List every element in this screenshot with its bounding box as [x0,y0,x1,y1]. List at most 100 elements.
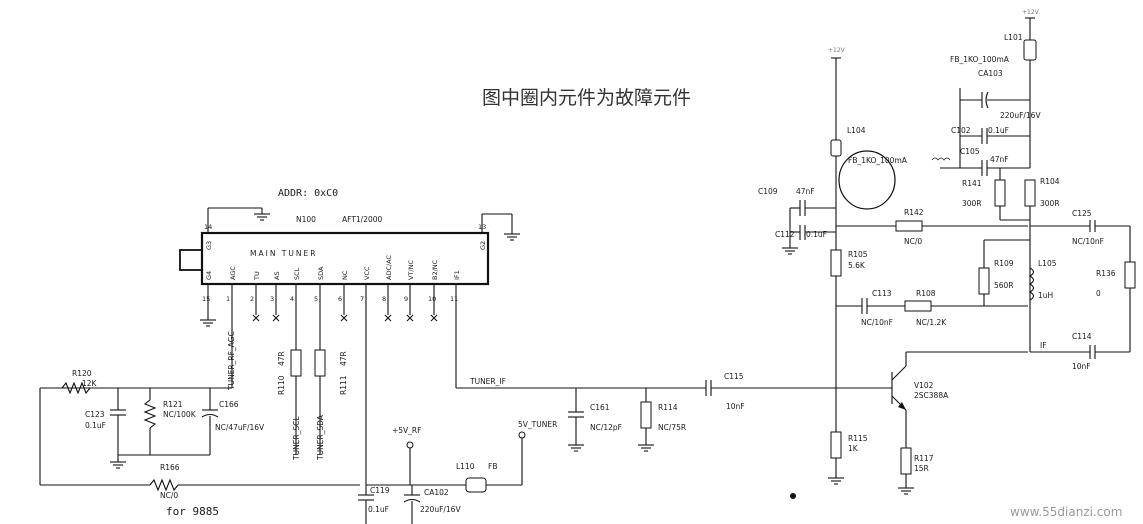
tuner-pin-number: 2 [250,295,254,303]
c102-ref: C102 [951,126,971,135]
c113-value: NC/10nF [861,318,893,327]
r121-ref: R121 [163,400,183,409]
v102-ref: V102 [914,381,934,390]
resistor-r141 [994,179,1006,207]
tuner-pin-name: VT/NC [407,260,415,280]
resistor-r142 [895,220,923,232]
net-5v-tuner: 5V_TUNER [518,420,557,429]
ca103-value: 220uF/16V [1000,111,1041,120]
ferrite-l101 [1023,39,1037,61]
c113-ref: C113 [872,289,892,298]
tuner-pin-number: 15 [202,295,210,303]
resistor-r114 [640,401,652,429]
l105-ref: L105 [1038,259,1057,268]
c102-value: 0.1uF [988,126,1009,135]
r115-value: 1K [848,444,859,453]
c105-ref: C105 [960,147,980,156]
r105-value: 5.6K [848,261,866,270]
no-connect-marker [340,314,348,322]
c125-ref: C125 [1072,209,1092,218]
c123-value: 0.1uF [85,421,106,430]
tuner-pin-name: G4 [205,271,213,280]
c114-ref: C114 [1072,332,1092,341]
tuner-pin-name: SDA [317,266,325,280]
r121-value: NC/100K [163,410,197,419]
tuner-name: MAIN TUNER [250,249,317,258]
c112-ref: C112 [775,230,795,239]
r117-ref: R117 [914,454,934,463]
c115-ref: C115 [724,372,744,381]
l104-ref: L104 [847,126,866,135]
net-12v-right: +12V [1022,9,1040,16]
no-connect-marker [430,314,438,322]
tuner-pin-name: SCL [293,267,301,280]
resistor-r121 [143,399,157,429]
c115-value: 10nF [726,402,745,411]
tuner-part: AFT1/2000 [342,215,383,224]
r141-value: 300R [962,199,982,208]
tuner-pin-number: 5 [314,295,318,303]
l104-value: FB_1KO_100mA [848,156,908,165]
main-tuner: MAIN TUNER N100 AFT1/2000 14 13 G3 G2 G4… [179,207,520,322]
r110-ref: R110 [277,375,286,395]
if-amplifier: +12V L104 FB_1KO_100mA C109 47nF C112 0.… [758,47,1028,499]
tuner-pin-name: AS [273,271,281,280]
l101-ref: L101 [1004,33,1023,42]
no-connect-marker [384,314,392,322]
ca103-ref: CA103 [978,69,1003,78]
tuner-pin-name-13: G2 [479,241,487,250]
tuner-pin-name: AGC [229,266,237,280]
resistor-r110 [290,349,302,377]
l105-value: 1uH [1038,291,1053,300]
tuner-pin-number: 6 [338,295,342,303]
c166-ref: C166 [219,400,239,409]
r109-ref: R109 [994,259,1014,268]
r142-value: NC/0 [904,237,922,246]
resistor-r117 [900,447,912,475]
net-tuner-if: TUNER_IF [469,377,506,386]
r110-value: 47R [277,351,286,366]
tuner-rf-connector [179,249,203,271]
tuner-pin-name: IF1 [453,270,461,280]
load-network: +12V L101 FB_1KO_100mA CA103 220uF/16V C… [940,9,1136,371]
tuner-pin-number: 7 [360,295,364,303]
r117-value: 15R [914,464,929,473]
tuner-pin-number: 8 [382,295,386,303]
tuner-pin-name: VCC [363,266,371,280]
no-connect-marker [272,314,280,322]
tuner-pin-number: 1 [226,295,230,303]
tuner-pin-name: B2/NC [431,259,439,280]
if-path: TUNER_IF C161 NC/12pF R114 NC/75R C115 1… [455,305,836,452]
net-tuner-scl: TUNER_SCL [292,416,301,461]
net-tuner-sda: TUNER_SDA [316,414,325,461]
r136-ref: R136 [1096,269,1116,278]
c125-value: NC/10nF [1072,237,1104,246]
i2c-network: R110 47R TUNER_SCL R111 47R TUNER_SDA [277,305,348,461]
c112-value: 0.1uF [806,230,827,239]
l110-value: FB [488,462,497,471]
tuner-pin-number: 11 [450,295,458,303]
fault-circle [838,150,896,210]
r104-ref: R104 [1040,177,1060,186]
c166-value: NC/47uF/16V [215,423,265,432]
net-tuner-rf-agc: TUNER_RF_AGC [227,331,236,391]
resistor-r104 [1024,179,1036,207]
ca102-value: 220uF/16V [420,505,461,514]
ferrite-l104 [830,139,842,157]
r115-ref: R115 [848,434,868,443]
resistor-r115 [830,431,842,459]
tuner-pin-name: NC [341,270,349,280]
tuner-pin-number: 9 [404,295,408,303]
inductor-l105 [1028,267,1035,301]
net-if-out: IF [1040,341,1047,350]
r136-value: 0 [1096,289,1101,298]
r108-value: NC/1.2K [916,318,947,327]
r141-ref: R141 [962,179,982,188]
page-title: 图中圈内元件为故障元件 [482,87,691,109]
r142-ref: R142 [904,208,924,217]
r114-ref: R114 [658,403,678,412]
r166-ref: R166 [160,463,180,472]
c161-value: NC/12pF [590,423,622,432]
tuner-pin-number: 3 [270,295,274,303]
